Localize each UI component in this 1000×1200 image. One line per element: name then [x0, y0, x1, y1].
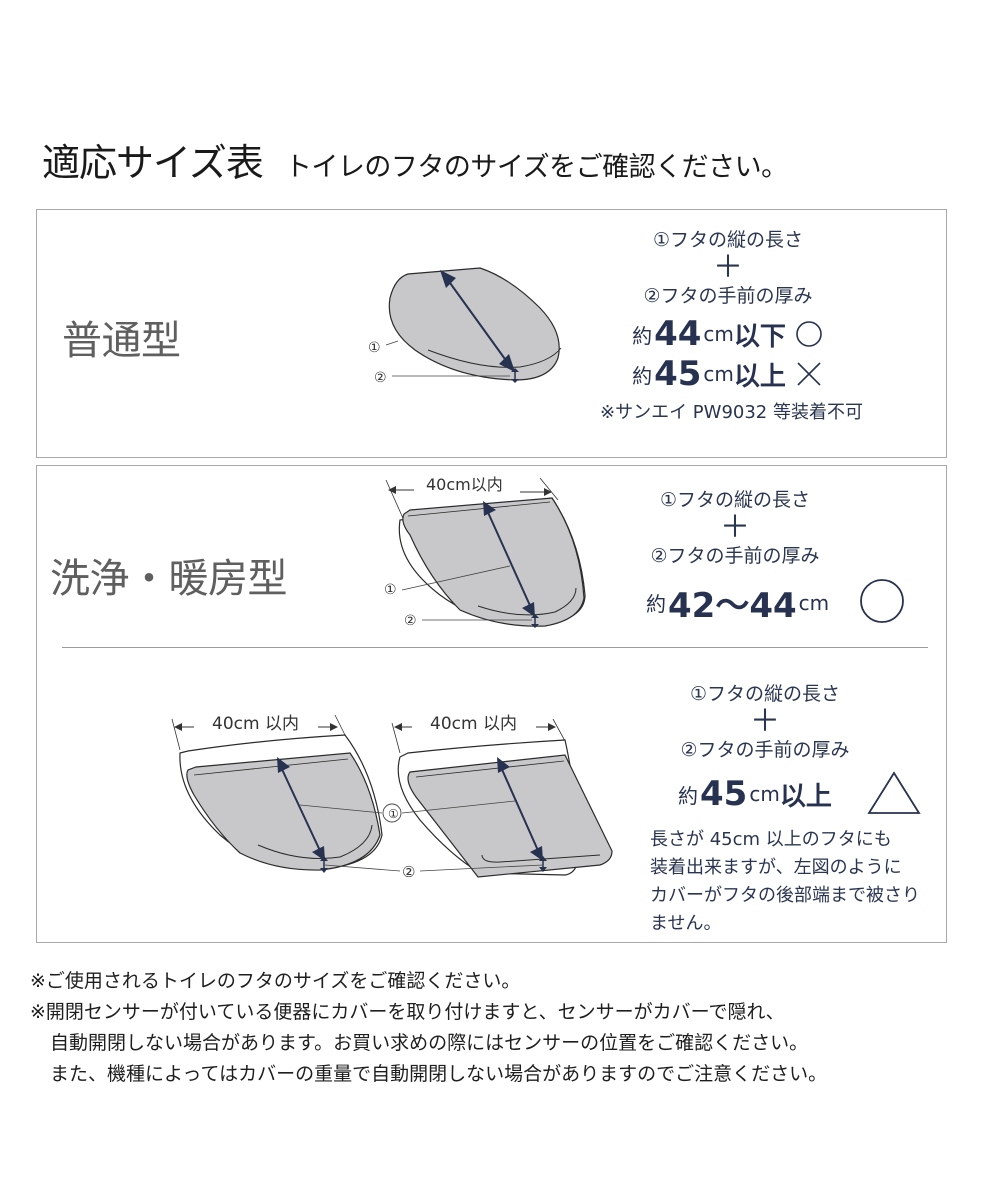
size-condition: 以上 [733, 361, 786, 392]
type-label-standard: 普通型 [62, 318, 181, 364]
length-arrow-icon [483, 501, 535, 617]
washlet-lid-diagram: 40cm以内 ① ② [384, 475, 586, 629]
size-value: 42〜44 [668, 586, 797, 626]
footer-notes: ※ご使用されるトイレのフタのサイズをご確認ください。 ※開閉センサーが付いている… [30, 966, 827, 1090]
length-arrow-icon [277, 757, 325, 861]
marker-1-icon: ① [384, 582, 397, 598]
lid-edge-curve [427, 347, 562, 368]
size-value: 45 [700, 774, 748, 814]
lid-shape [402, 497, 585, 627]
spec-length-label: ①フタの縦の長さ [689, 683, 841, 705]
leader-line-2-right [419, 864, 544, 872]
cross-ng-icon [797, 362, 821, 386]
plus-icon: ＋ [713, 250, 743, 285]
spec-length-label: ①フタの縦の長さ [652, 229, 804, 251]
oversize-description: 長さが 45cm 以上のフタにも 装着出来ますが、左図のように カバーがフタの後… [650, 826, 920, 938]
size-value: 45 [654, 354, 702, 394]
spec-row-caution: 約 45 cm 以上 [678, 774, 832, 814]
leader-line-2-left [324, 864, 401, 872]
thickness-arrow-icon [511, 368, 519, 383]
marker-2-icon: ② [402, 863, 415, 881]
spec-row-ng: 約 45 cm 以上 [586, 354, 870, 394]
length-arrow-icon [497, 757, 543, 861]
oversize-lid-diagrams: 40cm 以内 40cm 以内 [171, 714, 613, 881]
size-unit: cm [703, 322, 734, 346]
plus-icon: ＋ [750, 704, 780, 739]
leader-line-1-left [299, 804, 383, 814]
incompatibility-note: ※サンエイ PW9032 等装着不可 [600, 402, 863, 423]
description-line: カバーがフタの後部端まで被さり [650, 885, 920, 906]
leader-line-1 [401, 565, 511, 591]
size-condition: 以下 [733, 321, 786, 352]
lid-edge-curve [477, 587, 577, 616]
standard-spec: ①フタの縦の長さ ＋ ②フタの手前の厚み 約 44 cm 以下 約 45 cm … [586, 226, 870, 394]
marker-2-icon: ② [404, 613, 417, 629]
washlet-spec-ok: ①フタの縦の長さ ＋ ②フタの手前の厚み [620, 486, 850, 570]
approx-prefix: 約 [632, 323, 653, 348]
spec-row-ok: 約 42〜44 cm [646, 578, 829, 627]
spec-thickness-label: ②フタの手前の厚み [650, 545, 820, 567]
circle-ok-icon [796, 321, 822, 347]
section-divider [62, 647, 928, 648]
plus-icon: ＋ [720, 510, 750, 545]
thickness-arrow-icon [539, 856, 547, 872]
page-subtitle: トイレのフタのサイズをご確認ください。 [284, 152, 788, 183]
page-title: 適応サイズ表 [42, 141, 264, 185]
marker-2-icon: ② [374, 370, 387, 386]
type-label-washlet: 洗浄・暖房型 [50, 556, 288, 602]
footer-note: ※開閉センサーが付いている便器にカバーを取り付けますと、センサーがカバーで隠れ、 [30, 1001, 785, 1023]
spec-thickness-label: ②フタの手前の厚み [680, 739, 850, 761]
approx-prefix: 約 [632, 363, 653, 388]
size-unit: cm [798, 590, 830, 615]
spec-thickness-label: ②フタの手前の厚み [643, 285, 813, 307]
width-label: 40cm 以内 [430, 714, 517, 734]
oversize-lid-right: 40cm 以内 [391, 714, 613, 878]
marker-1-text: ① [388, 807, 399, 821]
triangle-caution-icon [867, 771, 921, 814]
thickness-arrow-icon [320, 856, 328, 873]
size-value: 44 [654, 314, 702, 354]
circle-ok-icon [860, 579, 904, 623]
footer-note: 自動開閉しない場合があります。お買い求めの際にはセンサーの位置をご確認ください。 [50, 1032, 809, 1054]
size-condition: 以上 [779, 781, 832, 812]
standard-lid-diagram: ① ② [368, 267, 562, 386]
approx-prefix: 約 [646, 592, 666, 616]
length-arrow-icon [440, 270, 515, 372]
page-header: 適応サイズ表 トイレのフタのサイズをご確認ください。 [42, 132, 788, 187]
spec-row-ok: 約 44 cm 以下 [586, 314, 870, 354]
spec-length-label: ①フタの縦の長さ [659, 489, 811, 511]
leader-line-1 [385, 340, 399, 346]
size-unit: cm [703, 362, 734, 386]
oversize-lid-left: 40cm 以内 [171, 714, 383, 873]
description-line: ません。 [650, 913, 722, 934]
description-line: 装着出来ますが、左図のように [650, 857, 902, 878]
thickness-arrow-icon [531, 614, 539, 628]
marker-1-icon: ① [368, 340, 381, 356]
marker-1-icon [382, 803, 402, 823]
width-arrow-icon [388, 486, 552, 496]
width-label: 40cm以内 [426, 475, 503, 494]
lid-shape [388, 267, 560, 381]
approx-prefix: 約 [678, 783, 698, 808]
leader-line-1-right [401, 800, 516, 814]
washlet-spec-caution: ①フタの縦の長さ ＋ ②フタの手前の厚み [650, 680, 880, 764]
footer-note: ※ご使用されるトイレのフタのサイズをご確認ください。 [30, 970, 521, 992]
size-unit: cm [749, 782, 780, 806]
footer-note: また、機種によってはカバーの重量で自動開閉しない場合がありますのでご注意ください… [50, 1063, 828, 1085]
width-label: 40cm 以内 [212, 714, 299, 734]
description-line: 長さが 45cm 以上のフタにも [650, 829, 892, 850]
